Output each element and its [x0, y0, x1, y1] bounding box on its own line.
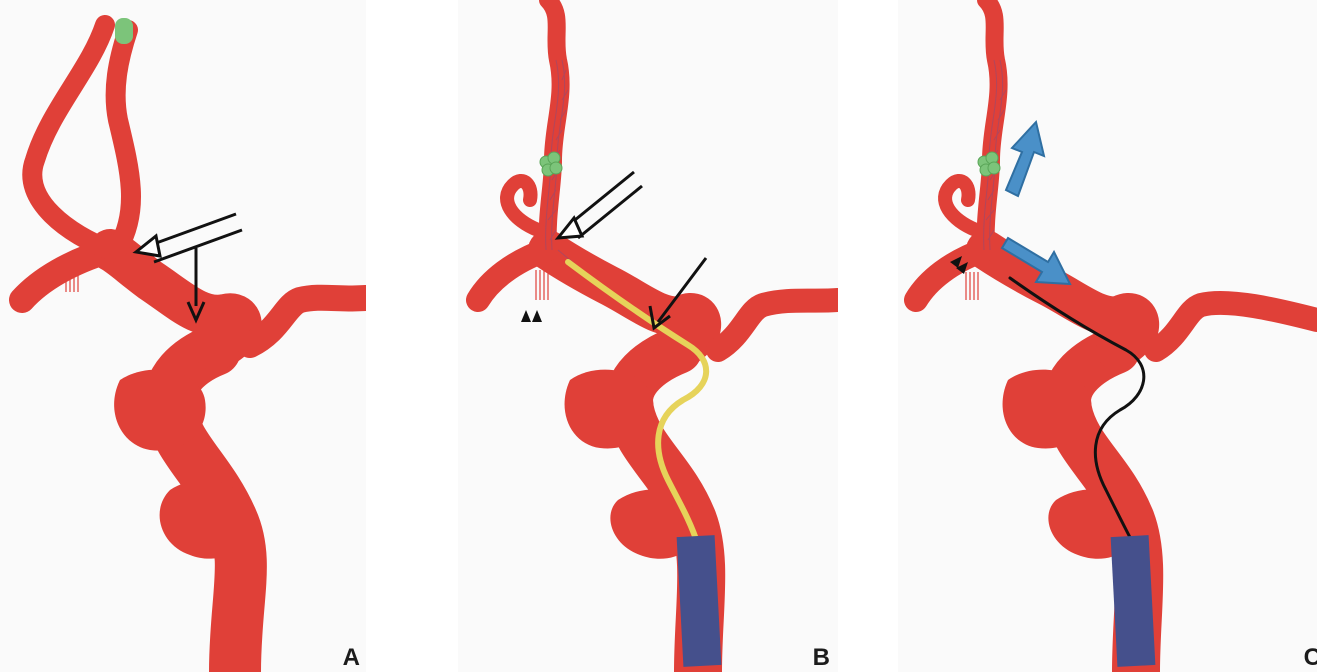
panel-label: C [1304, 646, 1317, 670]
guide-catheter [1111, 535, 1156, 667]
branch-right [718, 300, 838, 350]
side-branch-loop [507, 181, 538, 230]
guide-catheter [677, 535, 722, 667]
vessel-diagram-b [458, 0, 838, 672]
panel-label: B [813, 646, 830, 670]
vessel-loop-inner [116, 30, 131, 248]
carotid-siphon-bulge [1003, 370, 1092, 449]
panel-b: B [458, 0, 838, 672]
aneurysm-coils [978, 152, 1000, 176]
direction-arrow-up [1006, 122, 1044, 196]
carotid-siphon [986, 250, 1139, 350]
carotid-siphon-bulge [565, 370, 654, 449]
perforator-vessels [536, 270, 548, 300]
panel-label: A [343, 646, 360, 670]
arrowheads-marker [521, 310, 542, 322]
carotid-siphon-bulge [114, 370, 206, 451]
aneurysm-sac [115, 18, 133, 44]
vessel-loop [32, 25, 110, 250]
vessel-diagram-c [898, 0, 1317, 672]
perforator-vessels [966, 272, 978, 300]
branch-right [1156, 303, 1317, 350]
double-arrow [136, 214, 242, 262]
panel-c: C [898, 0, 1317, 672]
carotid-siphon [110, 250, 241, 350]
branch-right [250, 298, 366, 345]
aneurysm-coils [540, 152, 562, 176]
double-arrow [558, 172, 642, 238]
vessel-diagram-a [0, 0, 366, 672]
carotid-lower-bulge [160, 480, 250, 559]
side-branch-loop [945, 181, 976, 230]
panel-a: A [0, 0, 366, 672]
